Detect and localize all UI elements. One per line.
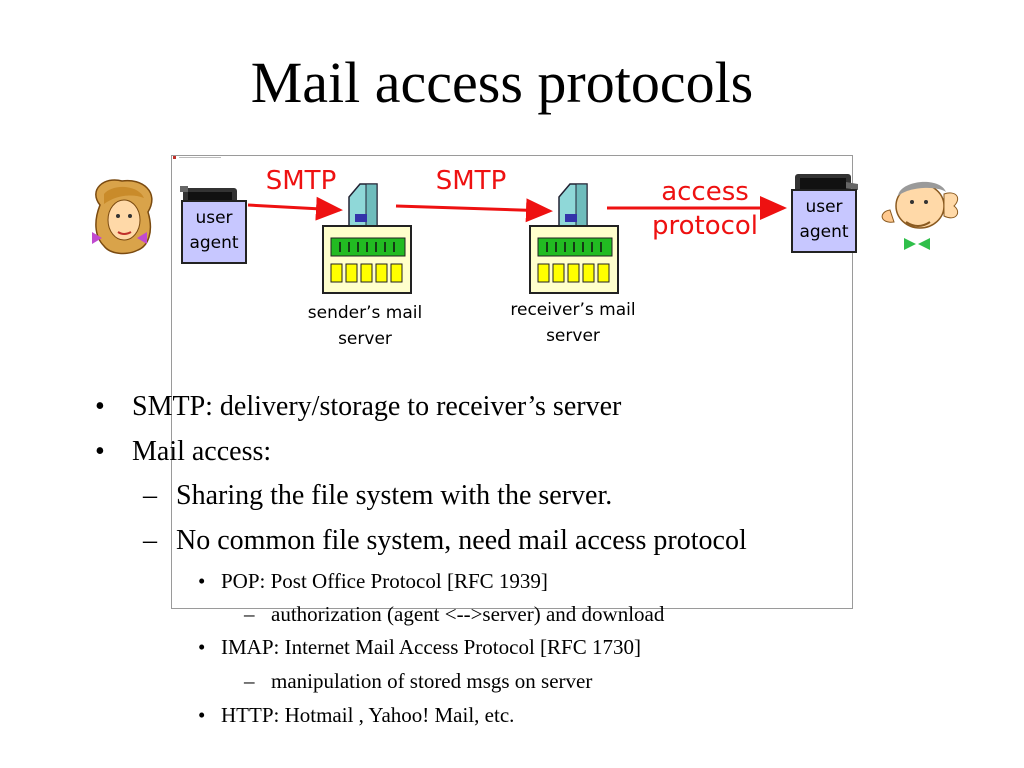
bullet-marker: • (95, 436, 105, 467)
slide-title: Mail access protocols (250, 50, 754, 115)
smtp-label-2: SMTP (435, 166, 507, 196)
sender-server-label: sender’s mail server (290, 300, 440, 352)
smtp-arrow-2 (395, 198, 553, 223)
bullet-marker: • (198, 635, 206, 659)
man-user-icon (881, 181, 959, 250)
bullet-text: IMAP: Internet Mail Access Protocol [RFC… (221, 635, 641, 659)
bullet-marker: – (143, 480, 157, 511)
user-agent-right-box: user agent (791, 189, 857, 253)
access-protocol-line2: protocol (651, 211, 759, 241)
receiver-server-label-line2: server (546, 326, 600, 346)
receiver-server-label: receiver’s mail server (488, 297, 658, 349)
user-agent-left-box: user agent (181, 200, 247, 264)
user-agent-label: agent (799, 222, 849, 242)
user-agent-label: user (805, 197, 843, 217)
bullet-text: HTTP: Hotmail , Yahoo! Mail, etc. (221, 703, 515, 727)
bullet-marker: – (143, 525, 157, 556)
bullet-text: manipulation of stored msgs on server (271, 669, 593, 693)
woman-user-icon (92, 179, 153, 255)
receiver-server-label-line1: receiver’s mail (510, 300, 636, 320)
bullet-marker: • (95, 391, 105, 422)
sender-mail-server-icon (322, 183, 412, 294)
access-protocol-line1: access (661, 177, 749, 207)
bullet-text: POP: Post Office Protocol [RFC 1939] (221, 569, 548, 593)
sender-server-label-line2: server (338, 329, 392, 349)
bullet-text: Mail access: (132, 436, 272, 467)
user-agent-label: user (195, 208, 233, 228)
diagram-frame (171, 155, 853, 609)
frame-marker (173, 156, 221, 160)
smtp-arrow-1 (247, 196, 343, 221)
bullet-text: SMTP: delivery/storage to receiver’s ser… (132, 391, 622, 422)
bullet-text: authorization (agent <-->server) and dow… (271, 602, 665, 626)
sender-server-label-line1: sender’s mail (307, 303, 423, 323)
bullet-marker: • (198, 703, 206, 727)
bullet-marker: – (244, 669, 255, 693)
user-agent-label: agent (189, 233, 239, 253)
receiver-mail-server-icon (529, 183, 619, 294)
bullet-marker: – (244, 602, 255, 626)
bullet-text: No common file system, need mail access … (176, 525, 747, 556)
access-protocol-label: access protocol (630, 175, 780, 243)
bullet-text: Sharing the file system with the server. (176, 480, 613, 511)
bullet-marker: • (198, 569, 206, 593)
smtp-label-1: SMTP (265, 166, 337, 196)
